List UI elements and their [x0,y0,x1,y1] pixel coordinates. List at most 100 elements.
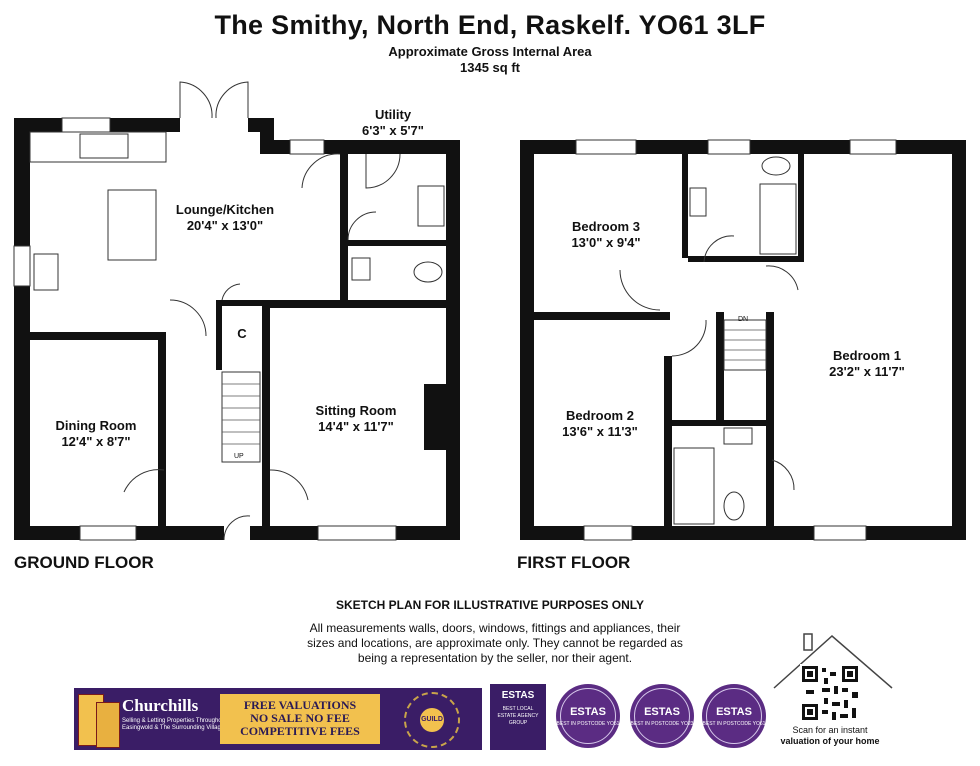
badge-title: ESTAS [570,706,606,718]
room-dining: Dining Room 12'4" x 8'7" [34,418,158,450]
door-swing [771,459,795,491]
guild-seal-icon: GUILD [404,692,460,748]
guild-label: GUILD [421,716,443,723]
room-size: 6'3" x 5'7" [362,123,424,138]
floor-plans-drawing [13,81,966,541]
door-swing [269,469,309,501]
gf-wall-cupboard-west [216,300,222,370]
stairs-down-label: DN [738,316,749,323]
area-summary: Approximate Gross Internal Area 1345 sq … [0,44,980,76]
door-swing [619,269,661,311]
gf-wall-dining-top [30,332,164,340]
room-size: 20'4" x 13'0" [186,218,264,233]
badge-ring [560,688,616,744]
window [317,525,397,541]
window [61,117,111,133]
disclaimer-line: All measurements walls, doors, windows, … [309,621,681,635]
guild-core [420,708,444,732]
kitchen-island [107,189,157,261]
shower-tray [673,447,715,525]
ff-wall-bed1-inner [766,312,774,526]
room-size: 14'4" x 11'7" [318,419,394,434]
offer-line: COMPETITIVE FEES [240,724,360,738]
area-value: 1345 sq ft [460,60,520,75]
ff-stairs [723,319,767,371]
door-swing [365,153,401,189]
ensuite-wc [723,491,745,521]
gf-wall-sitting-top [262,300,446,308]
room-utility: Utility 6'3" x 5'7" [338,107,448,139]
estas-title: ESTAS [501,690,535,701]
door-swing [223,515,251,541]
gf-wall-sitting-west [262,300,270,526]
window [289,139,325,155]
ff-wall-bath-south [688,256,800,262]
cupboard-label: C [237,326,247,341]
bathroom-basin [689,187,707,217]
room-size: 13'0" x 9'4" [571,235,641,250]
ff-wall-bed2-east [664,356,672,526]
door-swing [301,153,341,189]
room-size: 13'6" x 11'3" [562,424,638,439]
room-size: 12'4" x 8'7" [61,434,131,449]
hob [33,253,59,291]
room-name: Bedroom 3 [572,219,640,234]
kitchen-worktop [29,131,167,163]
gf-wall-west [14,118,30,540]
brand-tagline: Selling & Letting Properties Throughout … [122,718,229,731]
bath-wc [761,156,791,176]
door-swing [169,299,207,337]
qr-caption: Scan for an instant valuation of your ho… [772,725,888,747]
room-sitting: Sitting Room 14'4" x 11'7" [290,403,422,435]
badge-subtitle: BEST IN POSTCODE YO61 [702,721,766,727]
badge-title: ESTAS [644,706,680,718]
ff-wall-bed3-south [534,312,670,320]
room-name: Dining Room [55,418,137,433]
gf-wall-south-mid [164,526,224,540]
ff-wall-bath-west [682,154,688,258]
ground-floor-label: GROUND FLOOR [14,553,154,572]
ff-wall-ensuite-top [672,420,772,426]
window [13,245,31,287]
house-outline-icon [773,633,893,689]
window [575,139,637,155]
bath [759,183,797,255]
disclaimer-text: All measurements walls, doors, windows, … [280,621,710,666]
door-swing [123,469,165,493]
first-floor-label: FIRST FLOOR [517,553,631,572]
ensuite-basin [723,427,753,445]
offer-line: NO SALE NO FEE [250,711,350,725]
badge-ring [634,688,690,744]
badge-subtitle: BEST IN POSTCODE YO51 [556,721,620,727]
door-swing [179,81,213,119]
utility-sink [417,185,445,227]
window [849,139,897,155]
cloakroom-basin [351,257,371,281]
room-name: Bedroom 1 [833,348,901,363]
gf-wall-util-mid [348,240,446,246]
qr-code-icon[interactable] [800,664,860,722]
room-name: Lounge/Kitchen [175,202,275,217]
ff-wall-bed1-west [798,154,804,262]
room-bedroom-1: Bedroom 1 23'2" x 11'7" [808,348,926,380]
disclaimer-title: SKETCH PLAN FOR ILLUSTRATIVE PURPOSES ON… [335,598,645,612]
estas-text: BEST LOCAL ESTATE AGENCY GROUP [497,706,539,726]
cloakroom-wc [413,261,443,283]
ff-wall-east [952,140,966,540]
window [707,139,751,155]
door-swing [221,283,241,301]
estas-award-box: ESTAS BEST LOCAL ESTATE AGENCY GROUP [490,684,546,750]
ff-wall-west [520,140,534,540]
room-bedroom-2: Bedroom 2 13'6" x 11'3" [544,408,656,440]
door-swing [703,235,735,263]
gf-chimney [424,384,446,450]
disclaimer-line: sizes and locations, are approximate onl… [307,636,683,650]
badge-ring [706,688,762,744]
door-swing [347,211,377,241]
brand-name: Churchills [122,696,199,715]
window [583,525,633,541]
window [79,525,137,541]
gf-wall-east [446,140,460,540]
offer-box: FREE VALUATIONS NO SALE NO FEE COMPETITI… [220,694,380,744]
room-bedroom-3: Bedroom 3 13'0" x 9'4" [548,219,664,251]
